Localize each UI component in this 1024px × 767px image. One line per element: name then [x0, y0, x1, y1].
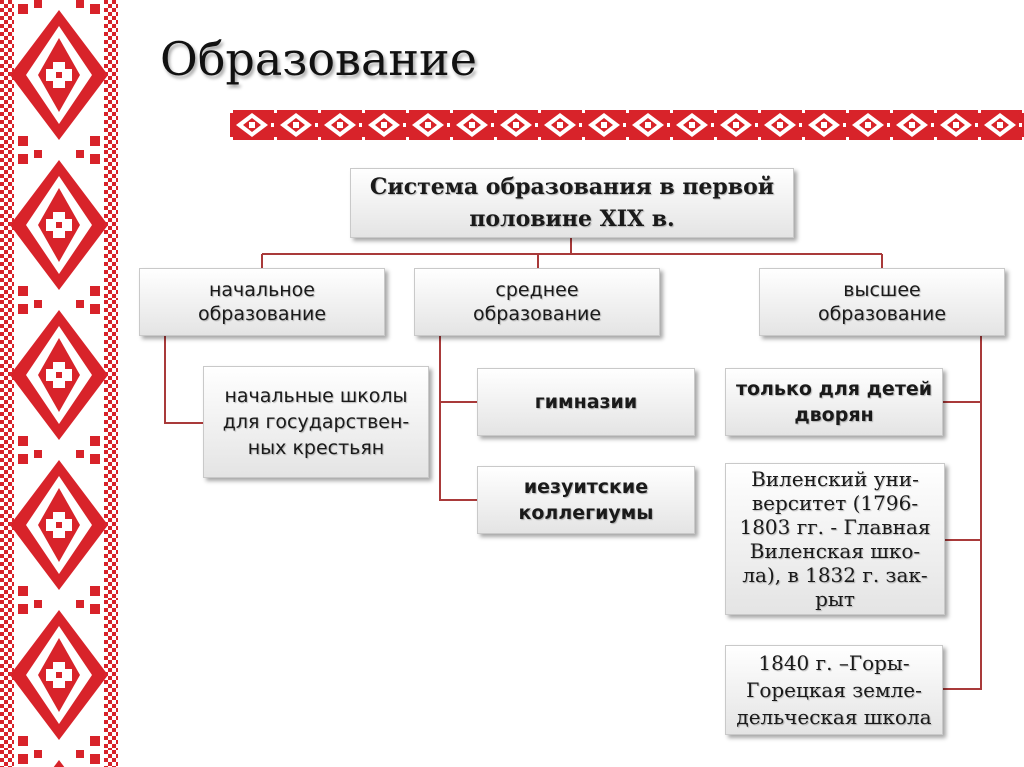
node-higher-education: высшее образование	[759, 268, 1005, 336]
node-jesuit-collegiums-label: иезуитские коллегиумы	[518, 476, 654, 524]
node-vilnius-university-label: Виленский уни- верситет (1796- 1803 гг. …	[739, 467, 931, 611]
node-nobles-only: только для детей дворян	[725, 368, 943, 436]
node-gymnasiums: гимназии	[477, 368, 695, 436]
node-secondary-education: среднее образование	[414, 268, 660, 336]
root-node: Система образования в первой половине XI…	[350, 168, 794, 238]
connector-primary-branch	[164, 336, 203, 424]
node-gory-gorki-school: 1840 г. –Горы- Горецкая земле- дельческа…	[725, 645, 943, 735]
connector-secondary-branch	[439, 336, 477, 501]
node-primary-education: начальное образование	[139, 268, 385, 336]
root-node-label: Система образования в первой половине XI…	[369, 174, 775, 232]
node-gory-gorki-school-label: 1840 г. –Горы- Горецкая земле- дельческа…	[736, 650, 932, 729]
node-nobles-only-label: только для детей дворян	[735, 378, 933, 426]
node-jesuit-collegiums: иезуитские коллегиумы	[477, 466, 695, 534]
node-vilnius-university: Виленский уни- верситет (1796- 1803 гг. …	[725, 463, 945, 615]
node-higher-education-label: высшее образование	[817, 279, 947, 325]
node-secondary-education-label: среднее образование	[472, 279, 602, 325]
node-primary-education-label: начальное образование	[197, 279, 327, 325]
node-gymnasiums-label: гимназии	[534, 391, 638, 413]
ornament-border-left	[0, 0, 118, 767]
page-title: Образование	[160, 32, 477, 86]
connector-higher-branch	[943, 336, 982, 690]
node-peasant-schools: начальные школы для государствен- ных кр…	[203, 366, 429, 478]
node-peasant-schools-label: начальные школы для государствен- ных кр…	[222, 385, 410, 459]
ornament-band-top	[230, 110, 1024, 140]
